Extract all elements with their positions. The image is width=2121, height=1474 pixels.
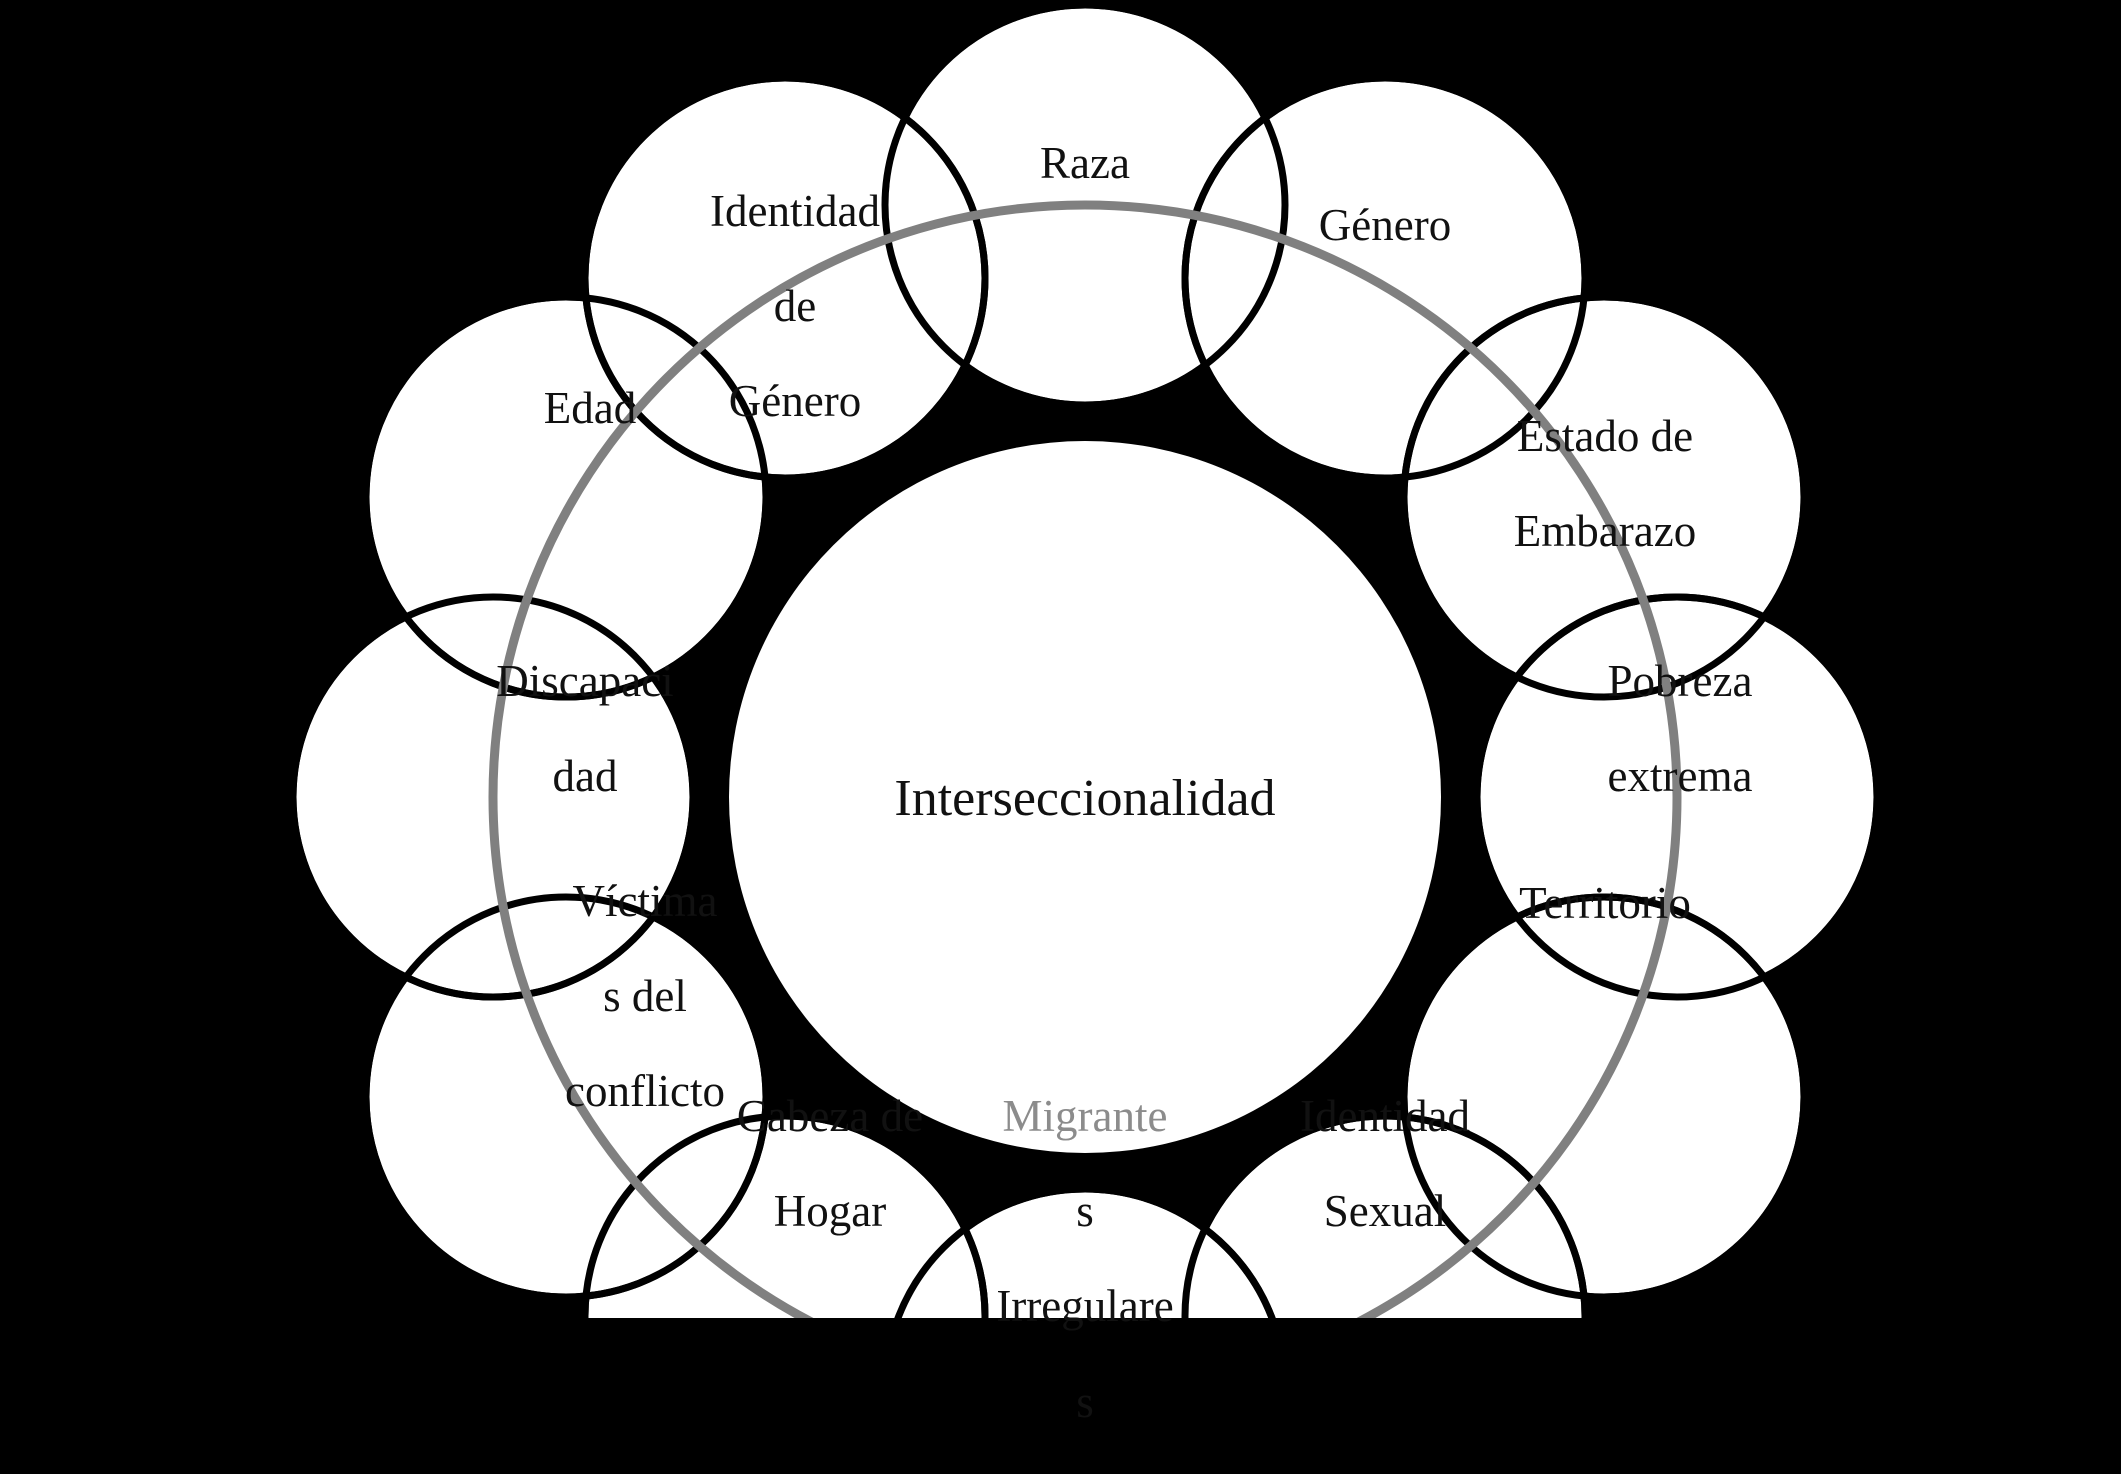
- interseccionalidad-ring: [488, 200, 1682, 1318]
- intersectionality-venn-diagram: [289, 1, 1881, 1318]
- label-migrantes-line4: s: [1076, 1376, 1094, 1427]
- diagram-canvas: Interseccionalidad Raza Género Estado de…: [289, 1, 1881, 1426]
- center-title: Interseccionalidad: [894, 770, 1276, 827]
- center-core-fill: [729, 441, 1441, 1153]
- petal-circle-outlines: [289, 1, 1881, 1318]
